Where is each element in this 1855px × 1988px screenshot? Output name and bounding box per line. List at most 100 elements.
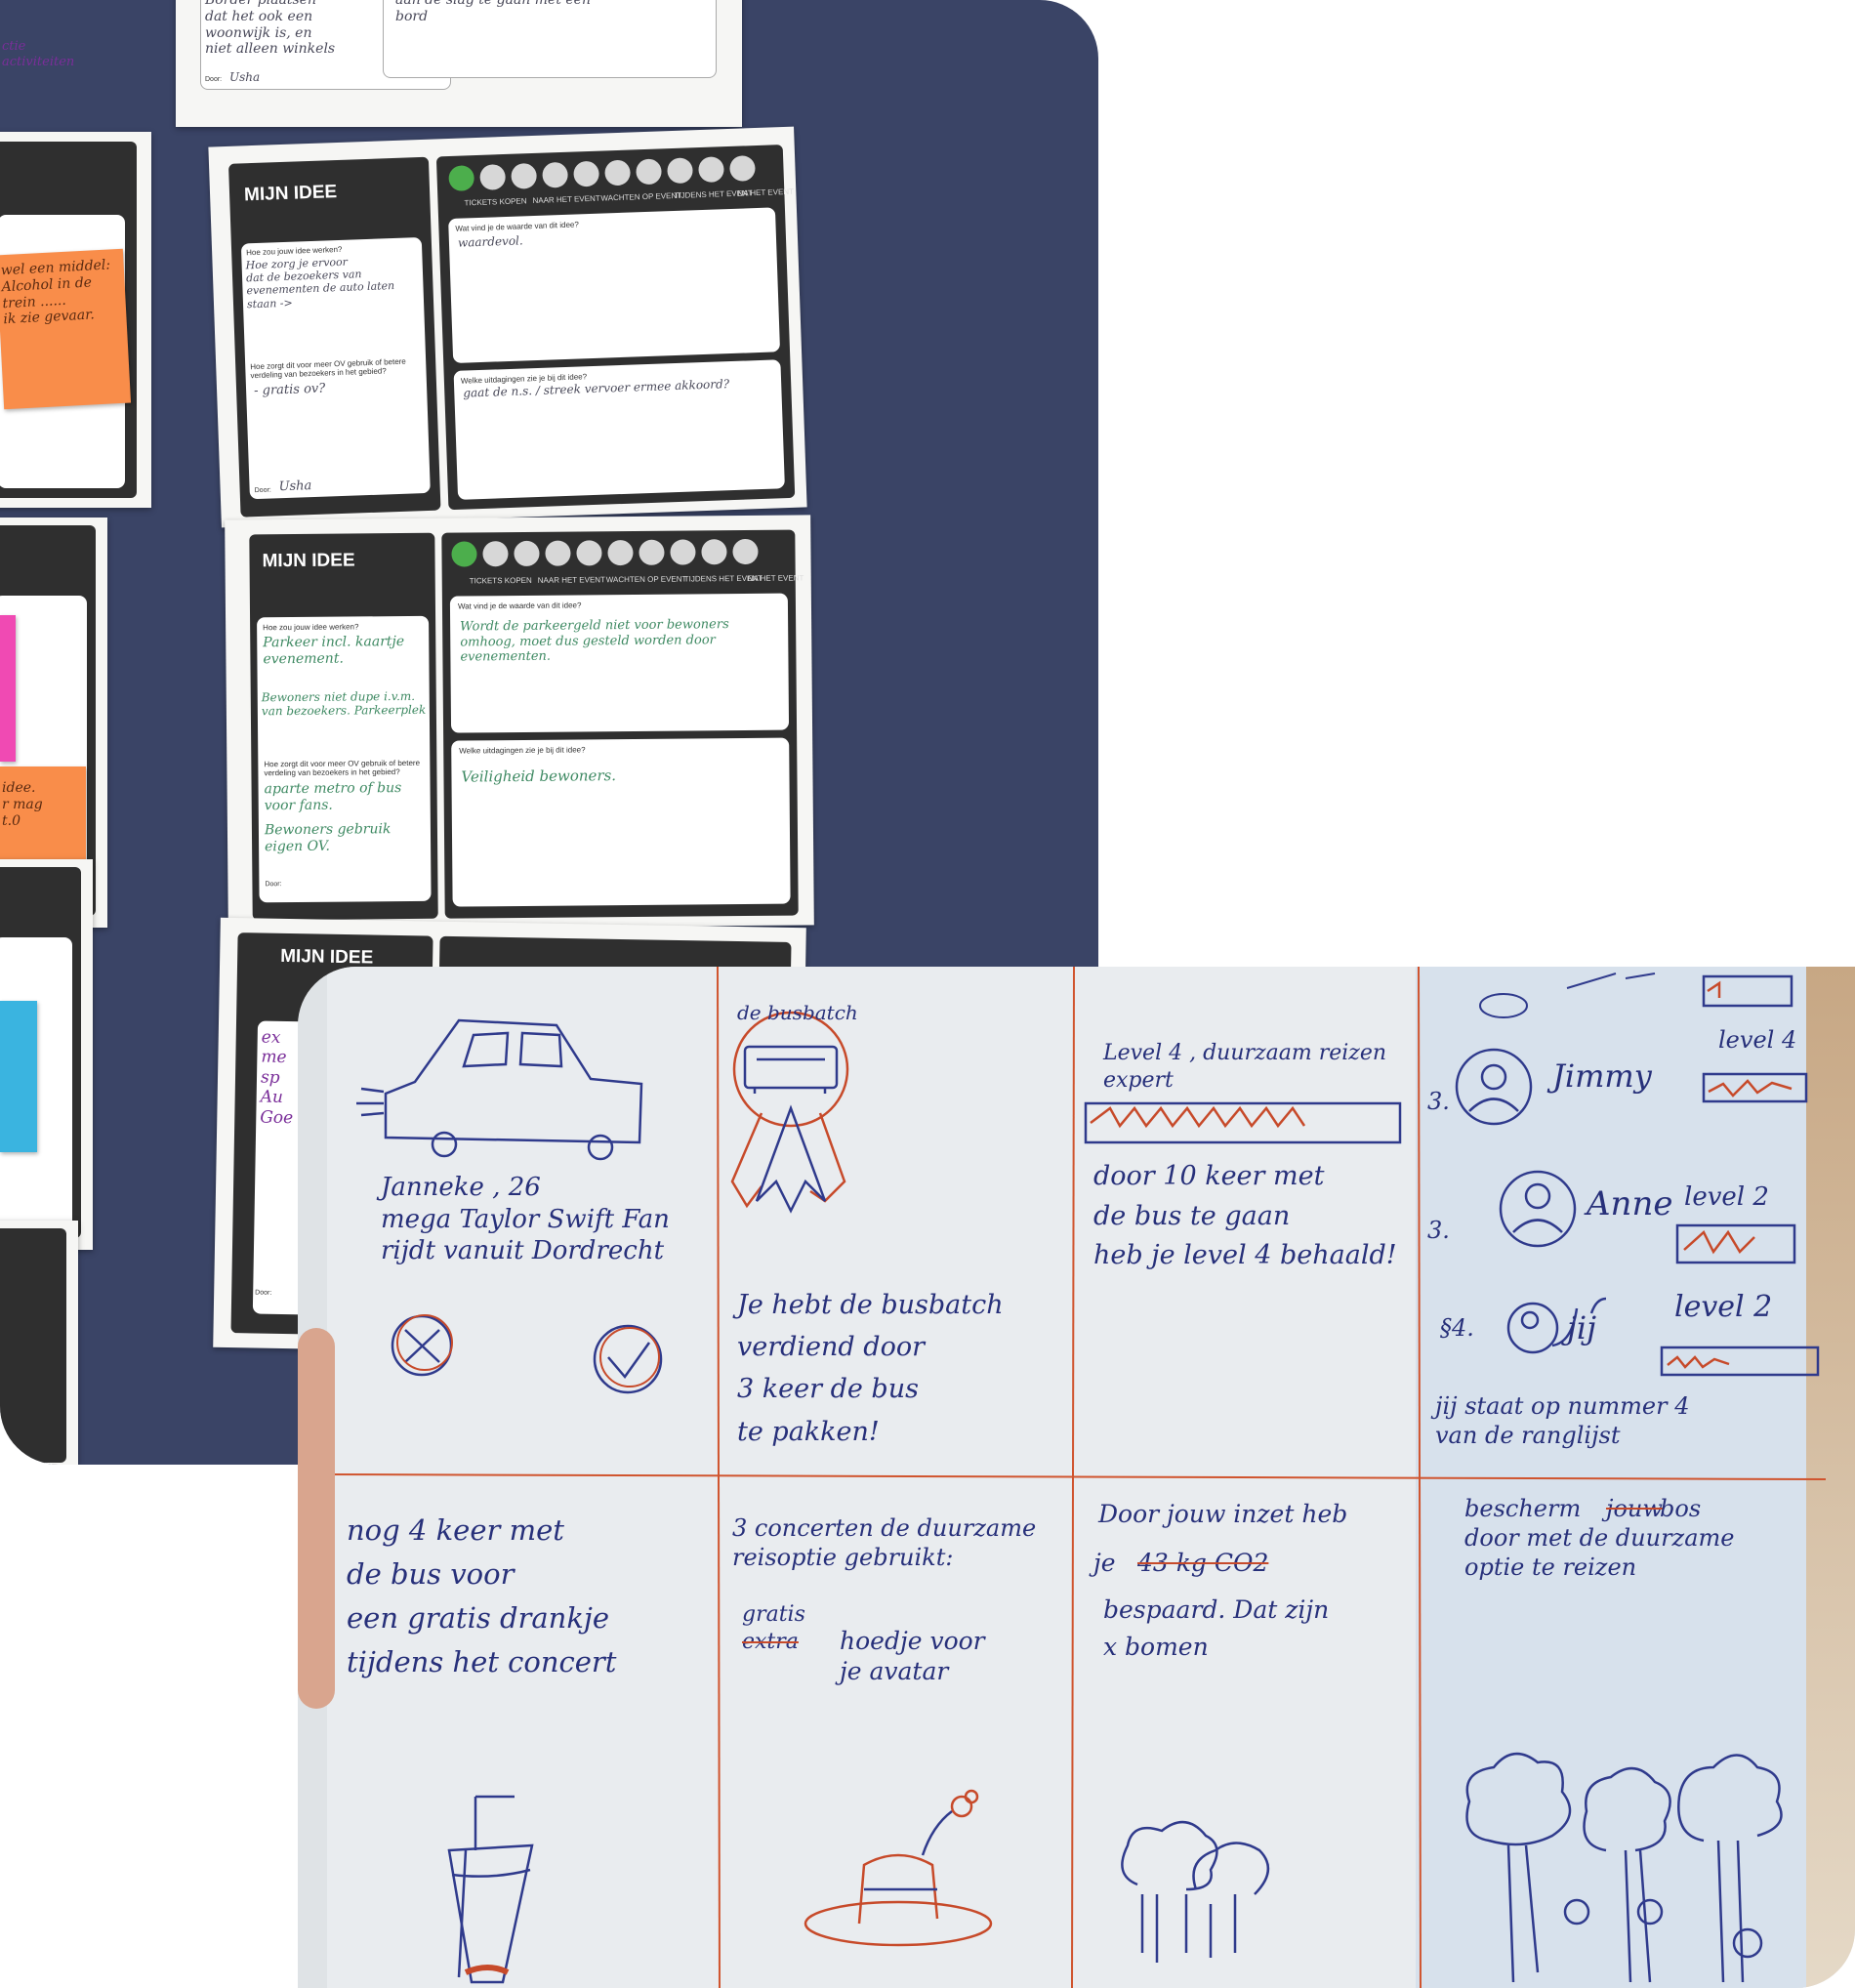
thumbs-up-icon <box>573 160 600 187</box>
panel-8-struck: jouw <box>1606 1495 1663 1522</box>
card-2-door-label: Door: <box>265 881 282 889</box>
drink-glass-drawing <box>447 1795 534 1984</box>
card-2-header: MIJN IDEE <box>262 550 355 572</box>
panel-3-text: door 10 keer met de bus te gaan heb je l… <box>1093 1161 1397 1270</box>
check-icon <box>593 1324 663 1394</box>
trees-drawing-small <box>1121 1821 1269 1963</box>
card-2-challenge-panel <box>451 737 791 907</box>
thumbs-down-icon <box>482 541 509 567</box>
card-2-opt-3: WACHTEN OP EVENT <box>605 574 687 585</box>
panel-5-text: nog 4 keer met de bus voor een gratis dr… <box>347 1513 617 1678</box>
leaderboard-name-3: jij <box>1567 1309 1597 1346</box>
thumbs-down-icon <box>607 539 634 566</box>
top-card-door-name: Usha <box>229 70 261 84</box>
card-2-opt-2: NAAR HET EVENT <box>537 575 605 585</box>
level-bars <box>1660 974 1820 1377</box>
panel-4-text: jij staat op nummer 4 van de ranglijst <box>1435 1392 1690 1449</box>
thumbs-up-icon <box>701 539 727 565</box>
idea-card-2: MIJN IDEE Hoe zou jouw idee werken? Park… <box>225 515 814 931</box>
card-2-rating-icons <box>451 538 759 567</box>
hand <box>298 1328 335 1709</box>
margin-note: ctie activiteiten <box>2 39 75 69</box>
thumbs-up-icon <box>639 539 665 565</box>
thumbs-down-icon <box>545 540 571 566</box>
ghost-marks <box>1479 973 1656 1018</box>
level-progress-bar <box>1084 1101 1402 1144</box>
card-2-q-value: Wat vind je de waarde van dit idee? <box>457 601 582 611</box>
check-icon-red-outline <box>599 1327 660 1387</box>
leaderboard-level-3: level 2 <box>1674 1290 1773 1324</box>
leaderboard-name-2: Anne <box>1587 1184 1673 1223</box>
panel-6-gratis: gratis <box>742 1602 805 1627</box>
leaderboard-rank-2: 3. <box>1427 1217 1450 1244</box>
idea-card-1: MIJN IDEE Hoe zou jouw idee werken? Hoe … <box>208 126 807 528</box>
top-card-door-label: Door: <box>205 76 223 83</box>
panel-2-title: de busbatch <box>737 1001 858 1024</box>
panel-8-text-1: bescherm <box>1464 1495 1582 1522</box>
card-1-ov-text: - gratis ov? <box>253 381 326 399</box>
panel-6-text-1: 3 concerten de duurzame reisoptie gebrui… <box>732 1514 1037 1571</box>
top-card-right-text: aan de slag te gaan met een bord <box>395 0 591 24</box>
card-2-how-text-2: Bewoners niet dupe i.v.m. van bezoekers.… <box>261 688 427 719</box>
drink-liquid <box>464 1965 510 1975</box>
thumbs-down-icon <box>542 161 569 188</box>
leaderboard-level-1: level 4 <box>1718 1026 1797 1054</box>
card-2-value-text: Wordt de parkeergeld niet voor bewoners … <box>460 617 729 665</box>
thumbs-up-icon <box>698 156 724 184</box>
cross-icon-red-outline <box>396 1314 453 1371</box>
thumbs-down-icon <box>667 157 693 185</box>
panel-2-text: Je hebt de busbatch verdiend door 3 keer… <box>737 1290 1004 1447</box>
card-3-door-label: Door: <box>255 1289 272 1297</box>
bus-badge-drawing <box>730 1011 849 1209</box>
panel-grid <box>321 967 1827 1988</box>
car-drawing <box>356 1018 643 1161</box>
thumbs-up-icon <box>514 540 540 567</box>
card-3-how-fragments: ex me sp Au Goe <box>260 1027 294 1128</box>
panel-6-text-2: hoedje voor je avatar <box>840 1627 985 1686</box>
card-1-door-label: Door: <box>254 486 271 495</box>
card-2-opt-1: TICKETS KOPEN <box>469 575 532 586</box>
thumbs-up-icon <box>511 162 538 189</box>
blue-sticky-note <box>0 1001 37 1152</box>
left-partial-card-4 <box>0 1221 78 1465</box>
panel-7-co2-struck: 43 kg CO2 <box>1137 1549 1269 1577</box>
card-1-value-text: waardevol. <box>457 233 523 250</box>
card-2-opt-5: NA HET EVENT <box>747 573 804 583</box>
trees-drawing-large <box>1465 1753 1783 1983</box>
card-2-challenge-text: Veiligheid bewoners. <box>461 766 617 786</box>
thumbs-up-icon <box>451 541 477 567</box>
top-idea-card: Border plaatsen dat het ook een woonwijk… <box>176 0 742 127</box>
thumbs-up-icon <box>448 165 475 192</box>
panel-8-text-2: bos door met de duurzame optie te reizen <box>1464 1495 1735 1581</box>
panel-3-title: Level 4 , duurzaam reizen expert <box>1103 1041 1387 1093</box>
thumbs-down-icon <box>479 163 507 190</box>
thumbs-down-icon <box>604 159 631 186</box>
card-2-ov-text-2: Bewoners gebruik eigen OV. <box>264 821 392 855</box>
panel-7-je: je <box>1093 1549 1116 1577</box>
panel-1-persona: Janneke , 26 mega Taylor Swift Fan rijdt… <box>381 1173 670 1265</box>
photo-storyboard: Janneke , 26 mega Taylor Swift Fan rijdt… <box>298 967 1855 1988</box>
thumbs-down-icon <box>670 539 696 565</box>
thumbs-down-icon <box>729 155 756 182</box>
pink-sticky-note <box>0 615 16 762</box>
avatar-icons <box>1455 1048 1607 1354</box>
left-card-4-header <box>0 1228 66 1463</box>
panel-7-text-1: Door jouw inzet heb <box>1098 1500 1348 1528</box>
card-2-q-how: Hoe zou jouw idee werken? <box>263 622 359 633</box>
leaderboard-rank-1: 3. <box>1427 1088 1450 1115</box>
thumbs-down-icon <box>732 538 759 565</box>
hat-drawing <box>804 1789 993 1947</box>
card-3-header: MIJN IDEE <box>280 945 374 969</box>
panel-6-extra-struck: extra <box>742 1630 799 1654</box>
card-1-header: MIJN IDEE <box>243 182 338 206</box>
top-card-right-panel <box>383 0 717 78</box>
card-2-ov-text-1: aparte metro of bus voor fans. <box>264 780 402 814</box>
card-1-door-name: Usha <box>278 478 312 495</box>
storyboard-drawings <box>321 967 1827 1988</box>
card-1-how-text: Hoe zorg je ervoor dat de bezoekers van … <box>245 255 395 311</box>
card-2-how-text-1: Parkeer incl. kaartje evenement. <box>263 634 405 668</box>
thumbs-up-icon <box>576 540 602 566</box>
cross-icon <box>391 1314 453 1377</box>
leaderboard-level-2: level 2 <box>1684 1182 1769 1212</box>
panel-7-text-2: bespaard. Dat zijn x bomen <box>1103 1595 1330 1661</box>
